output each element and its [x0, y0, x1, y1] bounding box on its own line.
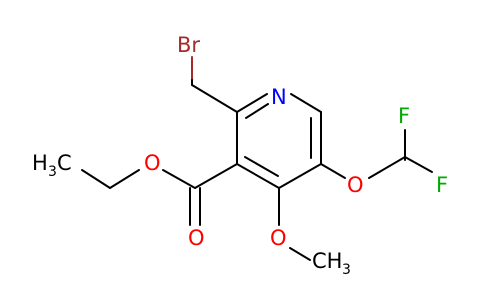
bond-carbonyl-oester: [162, 169, 196, 189]
bond-cf3-fright: [404, 156, 433, 173]
methoxy-ch: CH: [312, 249, 342, 273]
ethyl-c: C: [57, 151, 72, 175]
atom-nitrogen: N: [271, 85, 287, 109]
bond-c5-c4: [278, 163, 322, 189]
bond-c2-n-inner: [245, 103, 269, 119]
group-ethyl-ch3: H 3 C: [32, 151, 72, 180]
bond-ch2-ch3: [81, 169, 111, 189]
atom-fluorine-top: F: [398, 104, 410, 128]
bonds: [81, 56, 433, 261]
bond-n-c6: [290, 93, 322, 113]
atom-oxygen-carbonyl: O: [188, 226, 205, 250]
bond-c4-c3: [236, 163, 280, 189]
methoxy-ch-subscript: 3: [342, 262, 351, 278]
bond-oester-ch2: [109, 169, 140, 189]
bond-c2-n: [236, 93, 268, 113]
atom-fluorine-right: F: [436, 173, 448, 197]
atom-bromine: Br: [177, 33, 200, 57]
atom-oxygen-ocf3: O: [347, 173, 364, 197]
group-methoxy-ch3: CH 3: [312, 249, 351, 278]
bond-c5-o: [320, 163, 346, 179]
atom-oxygen-methoxy: O: [270, 226, 287, 250]
atom-oxygen-ester: O: [144, 151, 161, 175]
bond-c3-carbonyl: [194, 163, 238, 189]
bond-c4-c3-inner: [244, 156, 279, 177]
bond-omethoxy-ch3: [289, 247, 311, 261]
bond-ch2-c2: [191, 84, 238, 113]
ethyl-h: H: [32, 151, 48, 175]
ethyl-h-subscript: 3: [48, 164, 57, 180]
bond-o-cf3: [368, 156, 406, 179]
